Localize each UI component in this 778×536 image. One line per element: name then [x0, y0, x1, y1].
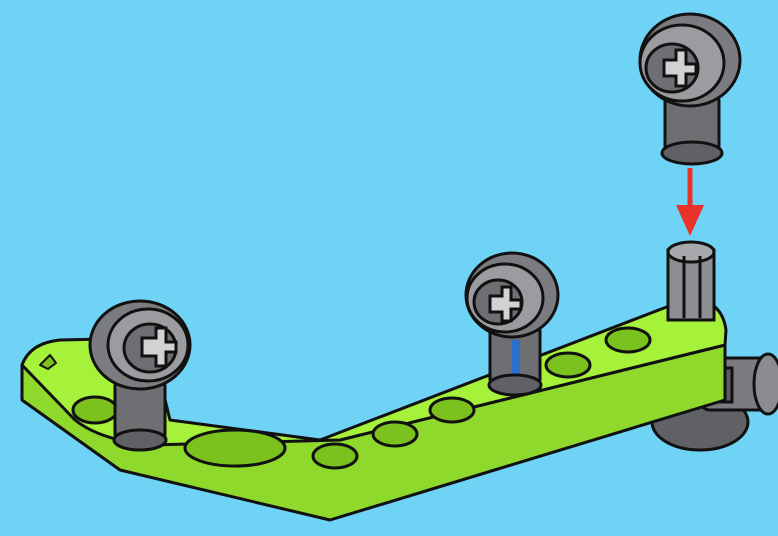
gray-axle-stub [668, 242, 714, 320]
